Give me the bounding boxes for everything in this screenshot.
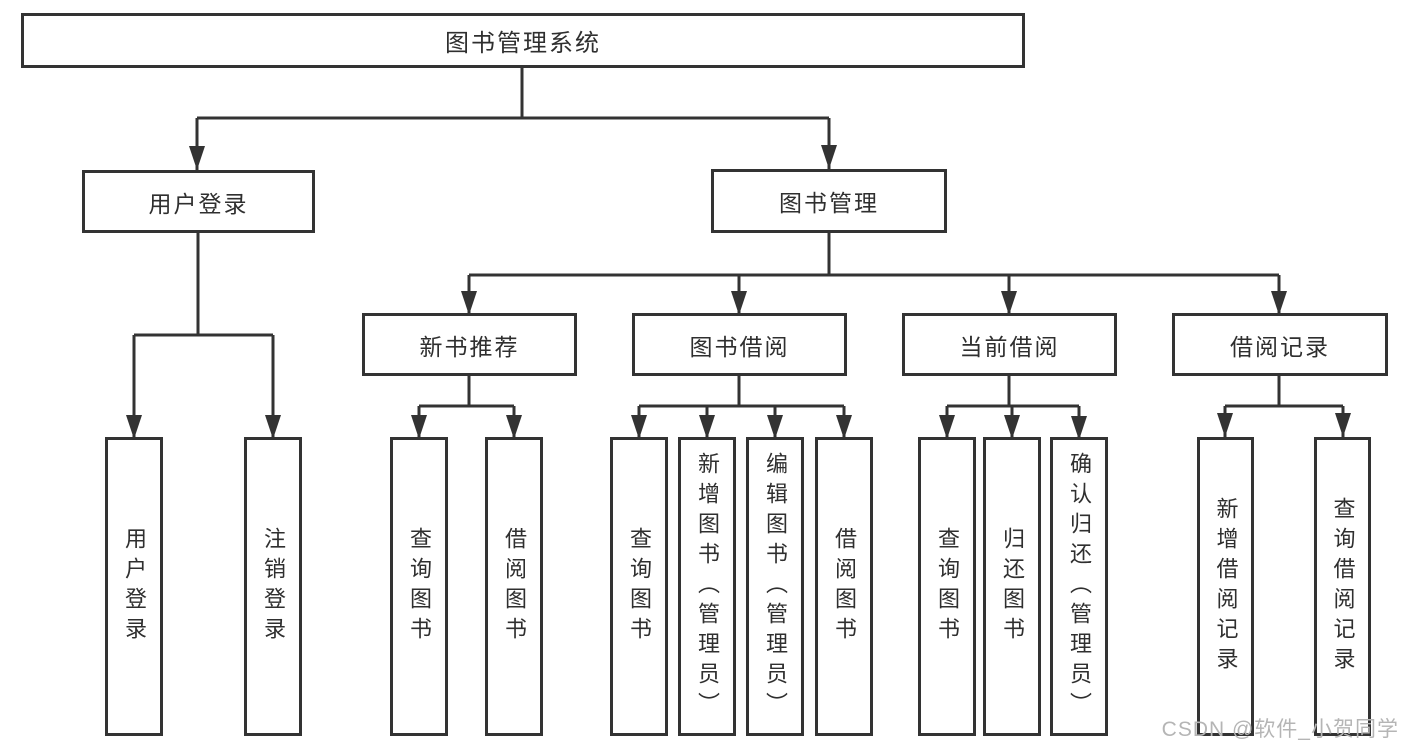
- node-user-login: 用户登录: [82, 170, 315, 233]
- node-root: 图书管理系统: [21, 13, 1025, 68]
- leaf-return-book: 归还图书: [983, 437, 1041, 736]
- leaf-borrow-books: 借阅图书: [815, 437, 873, 736]
- leaf-borrow-books-recommend: 借阅图书: [485, 437, 543, 736]
- watermark: CSDN @软件_小贺同学: [1161, 718, 1399, 741]
- leaf-add-borrow-record: 新增借阅记录: [1197, 437, 1254, 736]
- node-current-borrowing: 当前借阅: [902, 313, 1117, 376]
- leaf-query-books-recommend: 查询图书: [390, 437, 448, 736]
- node-borrowing-records: 借阅记录: [1172, 313, 1388, 376]
- node-new-book-recommendation: 新书推荐: [362, 313, 577, 376]
- leaf-query-books-borrow: 查询图书: [610, 437, 668, 736]
- leaf-add-book-admin: 新增图书（管理员）: [678, 437, 736, 736]
- leaf-logout: 注销登录: [244, 437, 302, 736]
- leaf-confirm-return-admin: 确认归还（管理员）: [1050, 437, 1108, 736]
- node-book-management: 图书管理: [711, 169, 947, 233]
- leaf-edit-book-admin: 编辑图书（管理员）: [746, 437, 804, 736]
- node-book-borrowing: 图书借阅: [632, 313, 847, 376]
- leaf-query-books-current: 查询图书: [918, 437, 976, 736]
- leaf-query-borrow-record: 查询借阅记录: [1314, 437, 1371, 736]
- leaf-user-login: 用户登录: [105, 437, 163, 736]
